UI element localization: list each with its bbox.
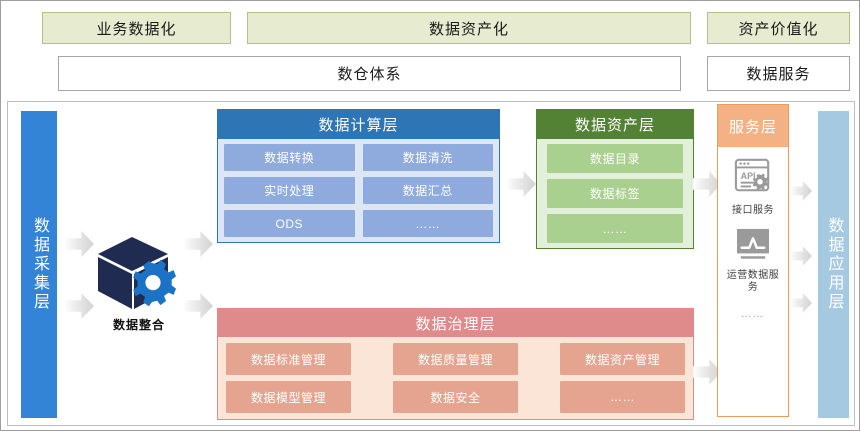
panel-title-asset: 数据资产层	[574, 117, 655, 134]
sidebar-data-application-layer: 数据应用层	[818, 111, 849, 418]
compute-cell[interactable]: 数据转换	[224, 144, 355, 171]
panel-title-compute: 数据计算层	[318, 117, 399, 134]
panel-service-layer: 服务层 API 接口服务	[717, 104, 789, 417]
asset-cell[interactable]: 数据目录	[547, 144, 683, 173]
asset-cell[interactable]: ……	[547, 214, 683, 243]
integration-icon-group	[96, 233, 182, 311]
service-item-more: ……	[741, 308, 765, 320]
cube-gear-icon	[98, 237, 176, 309]
compute-cell[interactable]: ODS	[224, 210, 355, 237]
analytics-chart-icon	[737, 228, 769, 259]
sidebar-label: 数据应用层	[825, 217, 843, 312]
second-row-label: 数仓体系	[337, 66, 402, 83]
compute-cell[interactable]: ……	[362, 210, 493, 237]
governance-cell[interactable]: 数据质量管理	[393, 343, 518, 375]
sidebar-data-collection-layer: 数据采集层	[21, 111, 57, 418]
integration-label: 数据整合	[112, 317, 165, 332]
top-banner-data-assetization: 数据资产化	[247, 12, 691, 44]
governance-cell[interactable]: 数据安全	[393, 381, 518, 413]
second-row-label: 数据服务	[746, 66, 811, 83]
top-banner-label: 资产价值化	[738, 20, 819, 38]
sidebar-label: 数据采集层	[31, 217, 48, 312]
panel-asset-layer: 数据资产层 数据目录 数据标签 ……	[536, 109, 694, 249]
governance-cell[interactable]: 数据资产管理	[560, 343, 685, 375]
governance-cell[interactable]: 数据标准管理	[226, 343, 351, 375]
panel-title-service: 服务层	[728, 118, 777, 136]
service-item-label: 接口服务	[732, 205, 774, 216]
svg-text:API: API	[741, 171, 756, 181]
panel-governance-layer: 数据治理层 数据标准管理 数据质量管理 数据资产管理 数据模型管理 数据安全 ……	[217, 308, 694, 420]
api-window-icon: API	[734, 158, 770, 192]
top-banner-label: 数据资产化	[428, 20, 509, 38]
second-row-warehouse-system: 数仓体系	[58, 56, 681, 91]
second-row-data-service: 数据服务	[707, 56, 850, 91]
asset-cell[interactable]: 数据标签	[547, 179, 683, 208]
compute-cell[interactable]: 数据汇总	[362, 177, 493, 204]
compute-cell[interactable]: 实时处理	[224, 177, 355, 204]
top-banner-asset-valuation: 资产价值化	[707, 12, 850, 44]
panel-compute-layer: 数据计算层 数据转换 数据清洗 实时处理 数据汇总 ODS ……	[217, 109, 500, 243]
governance-cell[interactable]: 数据模型管理	[226, 381, 351, 413]
top-banner-label: 业务数据化	[96, 20, 177, 38]
top-banner-business-datafication: 业务数据化	[42, 12, 231, 44]
service-item-label: 运营数据服务	[726, 269, 780, 294]
compute-cell[interactable]: 数据清洗	[362, 144, 493, 171]
panel-title-governance: 数据治理层	[415, 315, 496, 333]
governance-cell[interactable]: ……	[560, 381, 685, 413]
